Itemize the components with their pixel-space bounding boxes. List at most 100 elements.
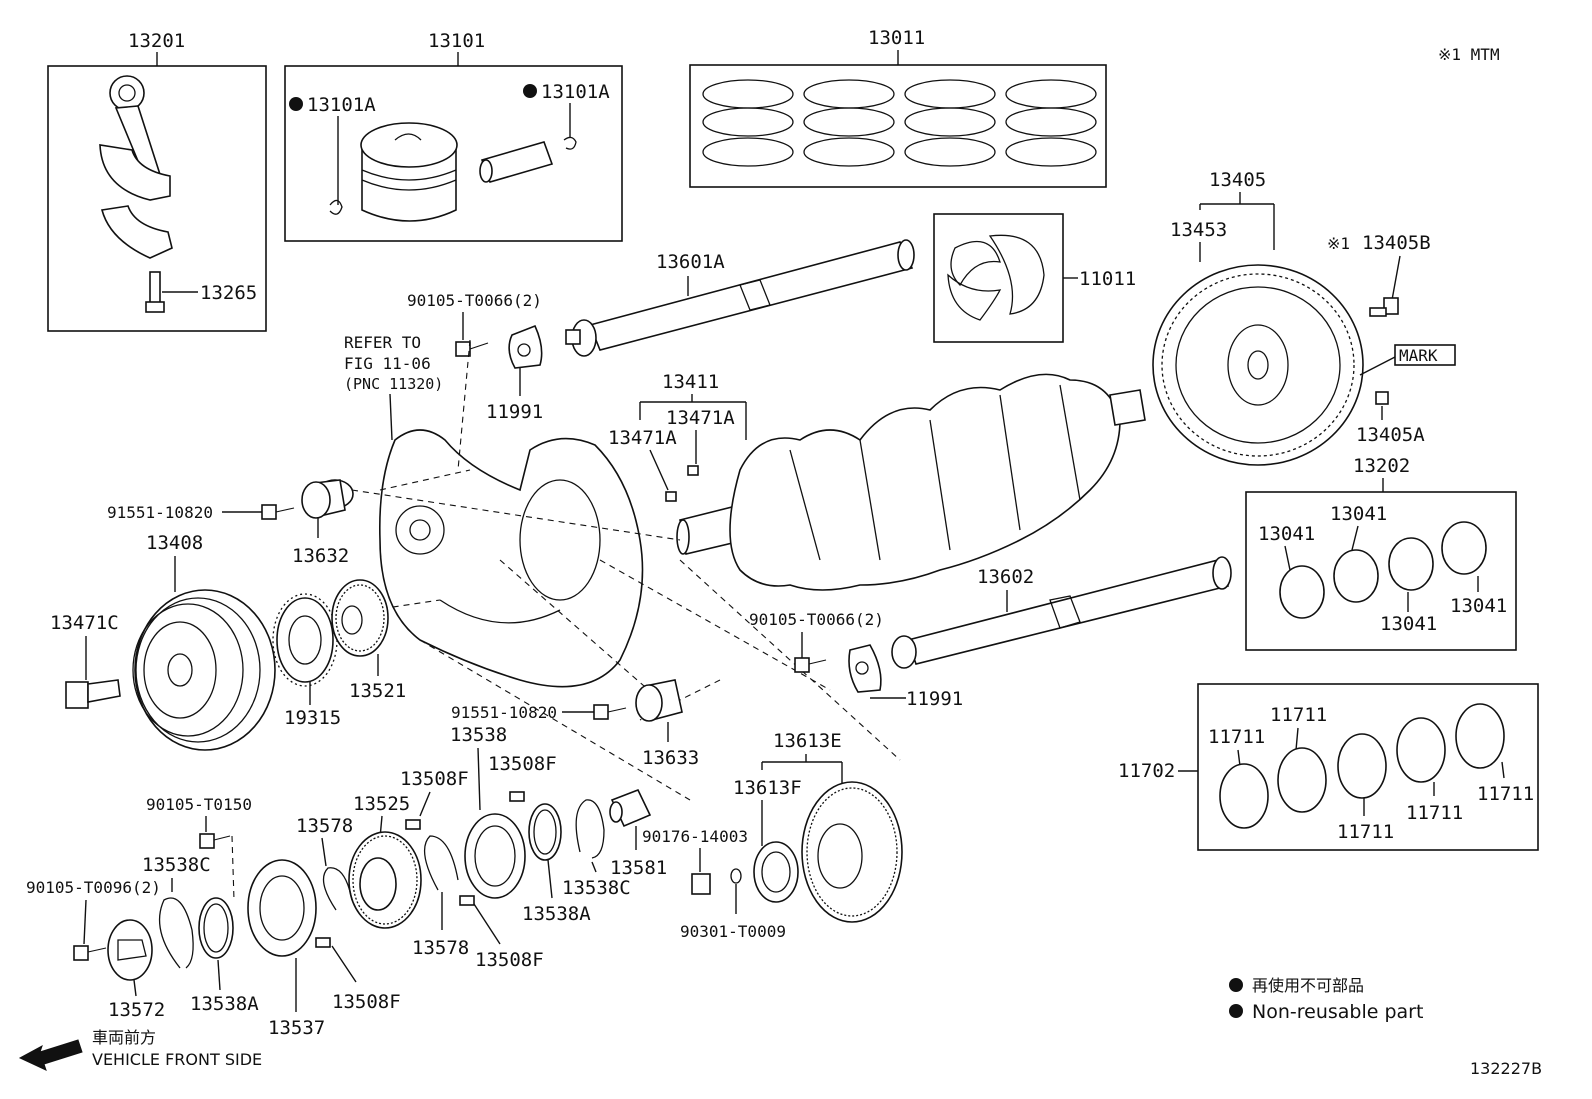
label-13453[interactable]: 13453 [1170,219,1227,241]
label-13265[interactable]: 13265 [200,282,257,304]
label-13538C-a[interactable]: 13538C [142,854,211,876]
label-90176-14003[interactable]: 90176-14003 [642,827,748,846]
main-bearing-lower-group: 11702 11711 11711 11711 11711 11711 [1118,683,1539,851]
label-13041-c[interactable]: 13041 [1380,613,1437,635]
label-11991-mid[interactable]: 11991 [906,688,963,710]
label-13405B[interactable]: 13405B [1362,232,1431,254]
balance-shaft-upper-group: 13601A [565,239,915,357]
label-13405[interactable]: 13405 [1209,169,1266,191]
label-13578-b[interactable]: 13578 [412,937,469,959]
label-13602[interactable]: 13602 [977,566,1034,588]
label-13405A[interactable]: 13405A [1356,424,1425,446]
bolt-icon [455,341,489,357]
label-11702[interactable]: 11702 [1118,760,1175,782]
label-13202[interactable]: 13202 [1353,455,1410,477]
refer-line-1[interactable]: REFER TO [344,333,421,352]
label-90105-T0096[interactable]: 90105-T0096(2) [26,878,161,897]
crank-pulley-group: 13408 13471C [50,532,276,751]
label-13201[interactable]: 13201 [128,30,185,52]
label-13508F-c[interactable]: 13508F [332,991,401,1013]
seal-plate-icon [464,813,526,899]
label-13578-a[interactable]: 13578 [296,815,353,837]
label-13525[interactable]: 13525 [353,793,410,815]
piston-icon [360,122,458,222]
timing-rotor-icon [272,593,338,687]
label-11711-d[interactable]: 11711 [1406,802,1463,824]
label-13538C-b[interactable]: 13538C [562,877,631,899]
label-13101A-right[interactable]: 13101A [541,81,610,103]
seal-retainer-upper-group: 90105-T0066(2) 11991 [407,291,543,423]
label-13633[interactable]: 13633 [642,747,699,769]
label-11711-e[interactable]: 11711 [1477,783,1534,805]
label-19315[interactable]: 19315 [284,707,341,729]
pulley-bolt-icon [65,679,121,709]
legend: 再使用不可部品 Non-reusable part [1229,976,1423,1023]
label-13601A[interactable]: 13601A [656,251,725,273]
label-13411[interactable]: 13411 [662,371,719,393]
label-13538A-b[interactable]: 13538A [522,903,591,925]
label-13101[interactable]: 13101 [428,30,485,52]
pin-icon [315,937,331,948]
label-13408[interactable]: 13408 [146,532,203,554]
label-90301-T0009[interactable]: 90301-T0009 [680,922,786,941]
label-13581[interactable]: 13581 [610,857,667,879]
piston-group: 13101 13101A 13101A [284,30,623,242]
label-13613E[interactable]: 13613E [773,730,842,752]
legend-en: Non-reusable part [1252,1001,1423,1023]
thrust-washer-icon [947,234,1045,321]
refer-line-2[interactable]: FIG 11-06 [344,354,431,373]
piston-box [284,65,623,242]
label-11991-top[interactable]: 11991 [486,401,543,423]
non-reusable-dot-icon [289,97,303,111]
label-90105-T0150[interactable]: 90105-T0150 [146,795,252,814]
bolt-icon [261,504,295,520]
pin-icon [405,819,421,830]
label-91551-10820-mid[interactable]: 91551-10820 [451,703,557,722]
label-13041-a[interactable]: 13041 [1258,523,1315,545]
balance-shaft-icon [891,556,1232,669]
label-13538[interactable]: 13538 [450,724,507,746]
label-13572[interactable]: 13572 [108,999,165,1021]
crank-gear-lower-group: 91551-10820 13633 [451,679,699,769]
label-13101A-left[interactable]: 13101A [307,94,376,116]
crank-gear-upper-group: 91551-10820 13632 [107,479,354,567]
label-11711-a[interactable]: 11711 [1208,726,1265,748]
flywheel-bolt-icon [1369,297,1399,317]
label-13508F-d[interactable]: 13508F [475,949,544,971]
label-13041-b[interactable]: 13041 [1330,503,1387,525]
front-side-en: VEHICLE FRONT SIDE [92,1050,262,1069]
label-90105-T0066-mid[interactable]: 90105-T0066(2) [749,610,884,629]
oil-seal-retainer-icon [247,859,317,957]
oil-seal-icon [753,841,799,903]
refer-line-3[interactable]: (PNC 11320) [344,375,443,393]
label-13521[interactable]: 13521 [349,680,406,702]
legend-dot-icon [1229,978,1243,992]
figure-code: 132227B [1470,1059,1542,1078]
label-13537[interactable]: 13537 [268,1017,325,1039]
non-reusable-dot-icon [523,84,537,98]
label-13508F-b[interactable]: 13508F [400,768,469,790]
label-90105-T0066-top[interactable]: 90105-T0066(2) [407,291,542,310]
main-bearing-lower-box [1197,683,1539,851]
label-11711-c[interactable]: 11711 [1337,821,1394,843]
piston-ring-icon [702,79,1097,167]
label-11711-b[interactable]: 11711 [1270,704,1327,726]
label-13471A-b[interactable]: 13471A [666,407,735,429]
label-13538A-a[interactable]: 13538A [190,993,259,1015]
plug-bolt-icon [691,873,711,895]
label-13011[interactable]: 13011 [868,27,925,49]
main-bearing-upper-group: 13202 13041 13041 13041 13041 [1245,455,1517,651]
plug-icon [609,788,652,828]
label-13471C[interactable]: 13471C [50,612,119,634]
label-13471A-a[interactable]: 13471A [608,427,677,449]
snap-ring-icon [329,199,343,215]
gear-icon [635,679,683,722]
label-11011[interactable]: 11011 [1079,268,1136,290]
label-91551-10820-top[interactable]: 91551-10820 [107,503,213,522]
label-13508F-a[interactable]: 13508F [488,753,557,775]
crank-pulley-icon [132,589,276,751]
label-13613F[interactable]: 13613F [733,777,802,799]
label-13632[interactable]: 13632 [292,545,349,567]
label-13041-d[interactable]: 13041 [1450,595,1507,617]
balance-shaft-icon [565,239,915,357]
